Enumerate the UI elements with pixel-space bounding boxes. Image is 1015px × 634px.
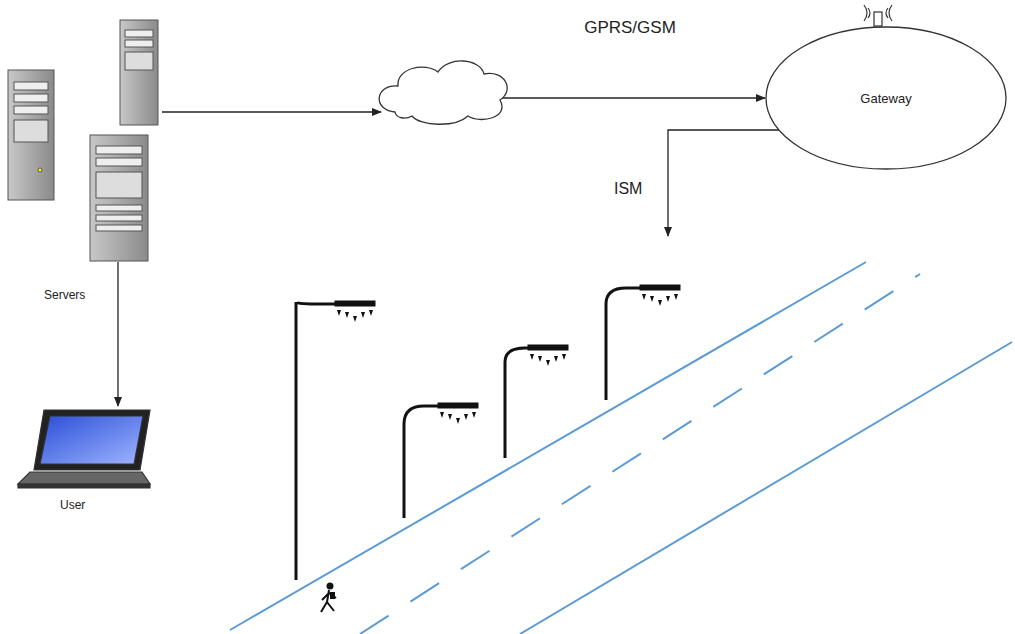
street-lamps [296,285,680,580]
road [230,262,1012,634]
node-label: Servers [44,288,85,302]
node-label: User [60,498,85,512]
pedestrian [321,583,336,613]
servers-node: Servers [0,15,162,262]
cloud [379,61,507,124]
ism-link [668,130,780,236]
connector [118,262,119,406]
edge-label: GPRS/GSM [582,18,678,38]
user-node: User [10,406,160,490]
server-towers [8,20,158,261]
laptop [18,410,150,488]
link-label: ISM [612,180,644,198]
gateway-ellipse: Gateway [765,26,1007,170]
node-label: Gateway [860,91,911,106]
antenna [864,5,892,26]
